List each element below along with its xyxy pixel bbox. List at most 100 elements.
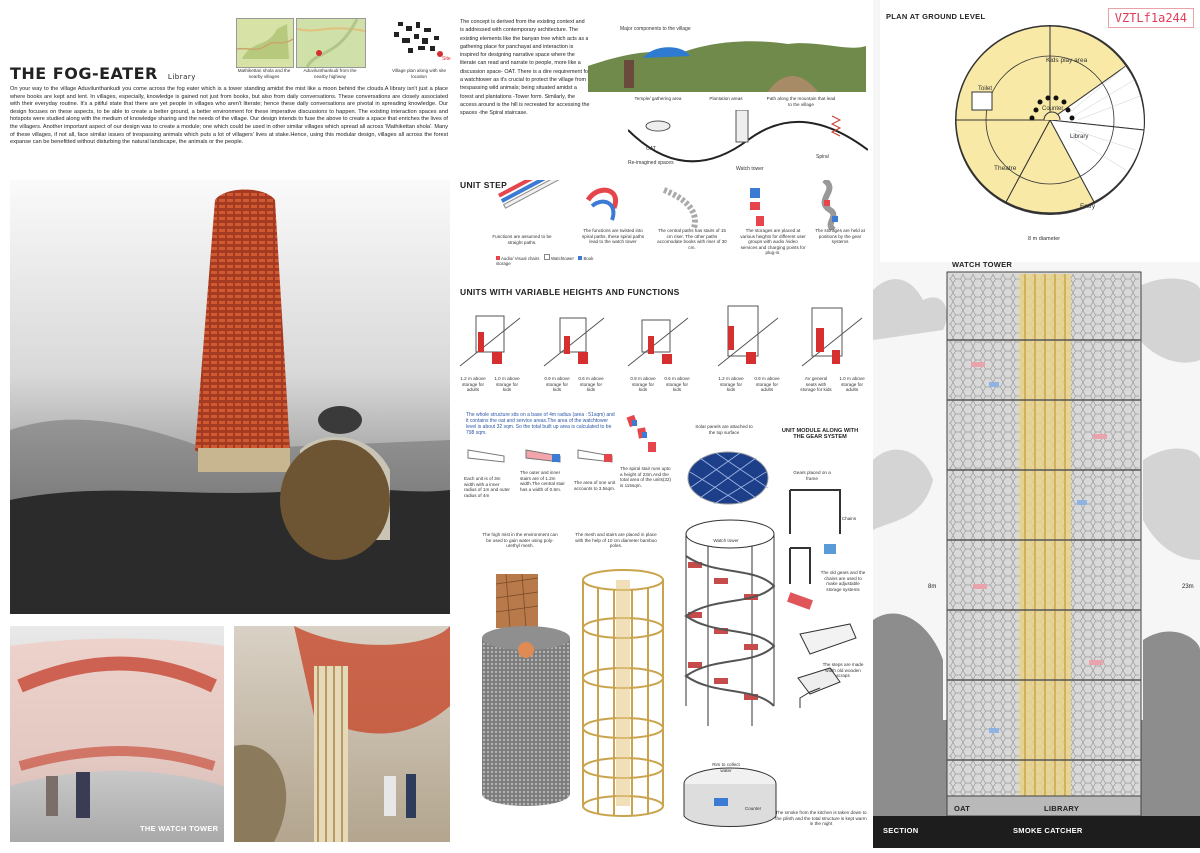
- structure-note-main: The whole structure sits on a base of 4m…: [466, 412, 615, 436]
- map-graphic: [296, 18, 366, 68]
- village-strip-title: Major components to the village: [620, 26, 691, 32]
- variable-caption-1b: 1.0 m above storage for kids: [494, 376, 520, 393]
- gears-callout: Gears placed on a frame: [793, 470, 831, 481]
- unit-step-caption-1: Functions are assumed to be straight pat…: [492, 234, 552, 245]
- reimagined-label-watch: Watch tower: [736, 166, 764, 172]
- legend-av-label: Audio/ Visual chairs: [500, 256, 540, 261]
- mesh-cylinder-graphic: [482, 626, 570, 806]
- variable-units-heading: UNITS WITH VARIABLE HEIGHTS AND FUNCTION…: [460, 287, 680, 297]
- plan-label-theatre: Theatre: [994, 165, 1017, 172]
- plan-label-library: Library: [1070, 134, 1089, 140]
- village-strip-graphic: [588, 41, 866, 92]
- solar-panel: [686, 448, 770, 508]
- variable-caption-2b: 0.6 m above storage for kids: [578, 376, 604, 393]
- old-gears-callout: The old gears and the chains are used to…: [820, 570, 866, 592]
- mesh-note: The mesh and stairs are placed in place …: [575, 532, 657, 549]
- wedges-graphic: [467, 449, 613, 463]
- village-strip-label-2: Plantation areas: [709, 96, 743, 101]
- spiral-stair-photo: [234, 626, 450, 842]
- spiral-graphic: [234, 626, 450, 842]
- bamboo-cage: [578, 568, 668, 818]
- variable-caption-5a: AV general seats with storage for kids: [800, 376, 832, 393]
- legend-book-label: Book storage: [496, 256, 594, 266]
- plan-label-toilet: Toilet: [978, 86, 993, 92]
- village-plan: [388, 18, 450, 66]
- section-footer: SECTION SMOKE CATCHER: [873, 816, 1200, 848]
- unit-step-graphic: [498, 165, 838, 233]
- title-main: THE FOG-EATER: [10, 64, 158, 83]
- legend-swatch-book: [578, 256, 583, 260]
- reimagined-diagram: [627, 109, 869, 174]
- plan-heading: PLAN AT GROUND LEVEL: [886, 12, 986, 21]
- fan-graphic: [626, 414, 656, 452]
- reimagined-label-spaces: Re-imagined spaces: [628, 160, 674, 166]
- interior-graphic: [10, 638, 224, 818]
- spiral-axon-graphic: [683, 519, 777, 827]
- map-caption-3: Village plan along with site location: [391, 68, 447, 79]
- section-label: SECTION: [883, 826, 919, 835]
- counter-callout: Counter: [744, 806, 762, 811]
- structure-note-4: The spiral stair runs upto a height of 2…: [620, 466, 672, 488]
- structure-note-3: The area of one unit accounts to 3.5sqm.: [574, 480, 616, 491]
- variable-units-diagrams: [456, 296, 866, 388]
- map-caption-2: Aduvilunthankudi from the nearby highway: [303, 68, 357, 79]
- unit-step-caption-3: The central paths has stairs of 15 cm ri…: [657, 228, 727, 250]
- steps-callout: The steps are made width old wooden scra…: [822, 662, 864, 679]
- section-dim-right: 23m: [1182, 584, 1194, 590]
- unit-module-title: UNIT MODULE ALONG WITH THE GEAR SYSTEM: [781, 428, 859, 440]
- unit-wedges: [464, 446, 624, 468]
- structure-fan-diagram: [624, 412, 674, 472]
- mesh-sample: [496, 574, 538, 628]
- variable-caption-2a: 0.9 m above storage for kids: [544, 376, 570, 393]
- legend-watch-label: Watchtower: [550, 256, 574, 261]
- map-thumbnails: Mathikettan shola and the nearby village…: [236, 18, 456, 79]
- village-strip-label-3: Path along the mountain that lead to the…: [766, 96, 836, 107]
- map-mathikettan: [236, 18, 294, 68]
- gear-graphic: [787, 489, 857, 708]
- smoke-catcher-label: SMOKE CATCHER: [1013, 826, 1083, 835]
- map-graphic: [236, 24, 294, 59]
- unit-step-diagrams: [494, 165, 864, 233]
- reimagined-label-spiral: Spiral: [816, 154, 829, 160]
- plan-graphic: [955, 25, 1145, 215]
- variable-caption-4a: 1.2 m above storage for kids: [718, 376, 744, 393]
- plan-label-kids: Kids play area: [1046, 57, 1088, 64]
- reimagined-label-oat: OAT: [646, 146, 656, 152]
- hero-graphic: [10, 189, 450, 614]
- mesh-graphic: [496, 574, 538, 628]
- village-plan-graphic: [394, 22, 443, 57]
- section-graphic: [873, 271, 1200, 817]
- variable-caption-5b: 1.0 m above storage for adults: [839, 376, 865, 393]
- mesh-cylinder: [478, 626, 574, 806]
- watch-tower-callout: Watch tower: [713, 538, 739, 543]
- map-legend: Site: [442, 56, 451, 62]
- gear-system: [780, 478, 870, 728]
- hero-render: [10, 180, 450, 614]
- structure-note-2: The outer and inner stairs are of 1.2m w…: [520, 470, 565, 492]
- watch-tower-interior-photo: THE WATCH TOWER: [10, 626, 224, 842]
- village-strip-label-1: Temple/ gathering area: [634, 96, 682, 101]
- solar-note: Solar panels are attached to the top sur…: [695, 424, 753, 435]
- page-title: THE FOG-EATER Library: [10, 64, 196, 83]
- mist-note: The high mist in the environment can be …: [482, 532, 558, 549]
- unit-step-caption-4: The storages are placed at various heigh…: [740, 228, 806, 256]
- plan-panel: PLAN AT GROUND LEVEL VZTLf1a244 Kids pla…: [880, 0, 1200, 262]
- variable-caption-4b: 0.9 m above storage for adults: [754, 376, 780, 393]
- unit-step-legend: Audio/ Visual chairs Watchtower Book sto…: [496, 254, 606, 266]
- variable-caption-3b: 0.6 m above storage for kids: [664, 376, 690, 393]
- variable-caption-3a: 0.9 m above storage for kids: [630, 376, 656, 393]
- variable-caption-1a: 1.2 m above storage for adults: [460, 376, 486, 393]
- concept-paragraph: The concept is derived from the existing…: [460, 19, 590, 117]
- village-strip-photo: [588, 36, 866, 92]
- solar-graphic: [687, 451, 769, 505]
- chains-callout: Chains: [841, 516, 857, 521]
- section-heading: WATCH TOWER: [952, 260, 1013, 269]
- unit-step-caption-2: The functions are twisted into spiral pa…: [581, 228, 645, 245]
- code-badge: VZTLf1a244: [1107, 8, 1194, 28]
- rim-callout: Rim to collect water: [712, 762, 740, 773]
- plan-label-entry: Entry: [1080, 203, 1096, 210]
- plan-dimension: 8 m diameter: [1028, 236, 1061, 242]
- intro-paragraph: On your way to the village Aduvilunthank…: [10, 86, 448, 146]
- reimagined-graphic: [627, 109, 869, 163]
- variable-units-graphic: [459, 305, 863, 367]
